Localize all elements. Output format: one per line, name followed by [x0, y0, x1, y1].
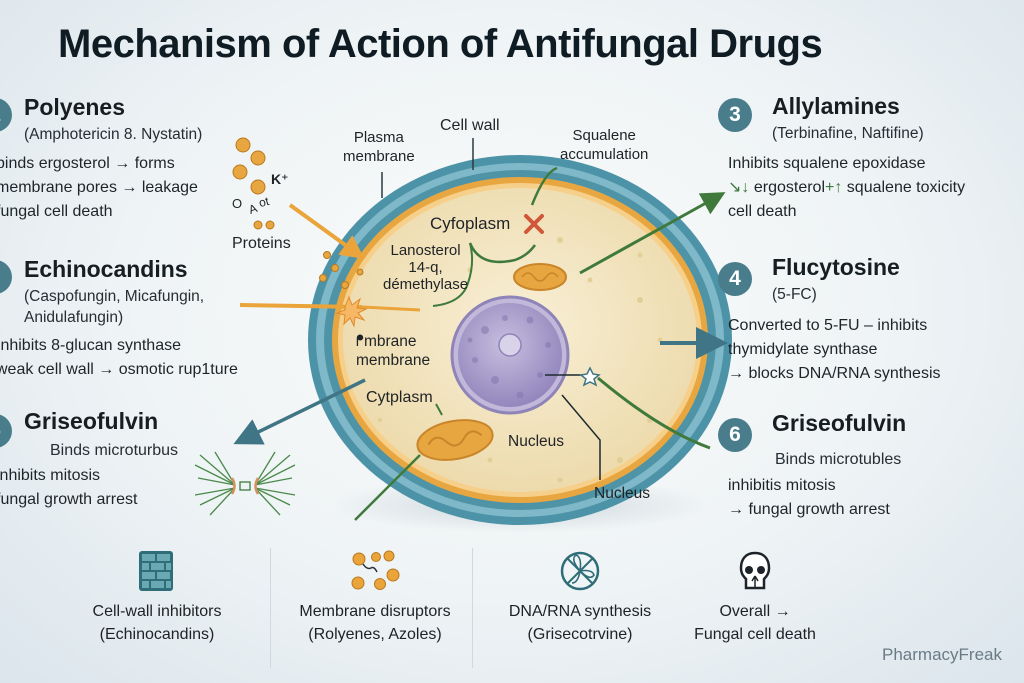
legend-divider — [472, 548, 473, 668]
badge-1: 1 — [0, 98, 12, 132]
cytoplasm-label-bottom: Cytplasm — [366, 389, 433, 406]
nucleus-outer-label: Nucleus — [594, 485, 650, 502]
target-star-icon — [579, 366, 601, 387]
lanosterol-leader — [468, 242, 537, 264]
potassium-label: K⁺ — [271, 171, 289, 187]
block-x-icon — [524, 214, 544, 234]
skull-icon — [655, 548, 855, 594]
nucleus-inner-label: Nucleus — [508, 433, 564, 450]
nucleolus — [498, 333, 522, 357]
echinocandin-arrow — [239, 303, 363, 309]
squalene-label: Squalene accumulation — [560, 127, 649, 163]
squalene-leader — [530, 166, 558, 206]
brick-wall-icon — [57, 548, 257, 594]
badge-2: 2 — [0, 260, 12, 294]
drug-name: Echinocandins — [24, 256, 188, 282]
dna-circle-icon — [480, 548, 680, 594]
drug-examples: Binds microtubles — [775, 451, 902, 468]
cytoplasm-label-top: Cyfoplasm — [430, 214, 511, 233]
leaking-ions — [319, 251, 364, 289]
legend-overall: Overall → Fungal cell death — [655, 548, 855, 646]
polyene-arrow — [288, 203, 365, 260]
badge-3: 3 — [718, 98, 752, 132]
mitotic-spindle-icon — [194, 451, 296, 516]
plasma-membrane-label: Plasma membrane — [343, 129, 415, 165]
membrane-inner-label: ᖰmbrane membrane — [356, 333, 431, 369]
arrow-to-griseofulvin-right — [597, 376, 711, 450]
chromatin — [467, 315, 551, 399]
legend-cell-wall-inhibitors: Cell-wall inhibitors (Echinocandins) — [57, 548, 257, 646]
ion-o-label: O — [232, 196, 243, 211]
drug-examples: (5-FC) — [772, 286, 817, 303]
drug-name: Polyenes — [24, 94, 125, 120]
molecules-icon — [275, 548, 475, 594]
drug-mechanism: Inhibits 8-glucan synthase weak cell wal… — [0, 337, 238, 378]
proteins-label: Proteins — [232, 235, 291, 252]
badge-5: 5 — [0, 414, 12, 448]
lanosterol-label: Lanosterol 14-q, démethylase — [383, 242, 469, 293]
drug-mechanism: inhibitis mitosis → fungal growth arrest — [728, 477, 890, 518]
drug-examples: (Caspofungin, Micafungin, Anidulafungin) — [24, 288, 205, 326]
rupture-burst-icon — [335, 295, 368, 328]
drug-name: Allylamines — [772, 93, 900, 119]
drug-name: Flucytosine — [772, 254, 900, 280]
drug-examples: (Amphotericin 8. Nystatin) — [24, 126, 203, 143]
page-title: Mechanism of Action of Antifungal Drugs — [58, 22, 823, 66]
mitochondrion-top — [513, 263, 567, 291]
legend-divider — [270, 548, 271, 668]
badge-6: 6 — [718, 418, 752, 452]
drug-examples: (Terbinafine, Naftifine) — [772, 125, 924, 142]
cell-wall-label: Cell wall — [440, 117, 500, 134]
legend-membrane-disruptors: Membrane disruptors (Rolyenes, Azoles) — [275, 548, 475, 646]
nucleus-leader — [561, 394, 601, 480]
drug-name: Griseofulvin — [24, 408, 159, 434]
legend-dna-rna-synthesis: DNA/RNA synthesis (Grisecotrvine) — [480, 548, 680, 646]
ion-cluster — [232, 137, 275, 230]
watermark: PharmacyFreak — [882, 645, 1002, 664]
drug-mechanism: Converted to 5-FU – inhibits thymidylate… — [728, 317, 941, 382]
mitochondrion-leader — [354, 454, 421, 521]
arrow-to-griseofulvin-left — [233, 378, 366, 445]
drug-name: Griseofulvin — [772, 410, 907, 436]
drug-mechanism: Inhibits squalene epoxidase ↘↓ ergostero… — [728, 155, 966, 220]
arrow-to-allylamines — [579, 192, 726, 275]
mitochondrion-bottom — [416, 419, 494, 461]
drug-examples: Binds microturbus — [50, 442, 179, 459]
drug-mechanism: inhibits mitosis fungal growth arrest — [0, 467, 138, 508]
drug-mechanism: binds ergosterol → forms membrane pores … — [0, 155, 198, 220]
badge-4: 4 — [718, 262, 752, 296]
